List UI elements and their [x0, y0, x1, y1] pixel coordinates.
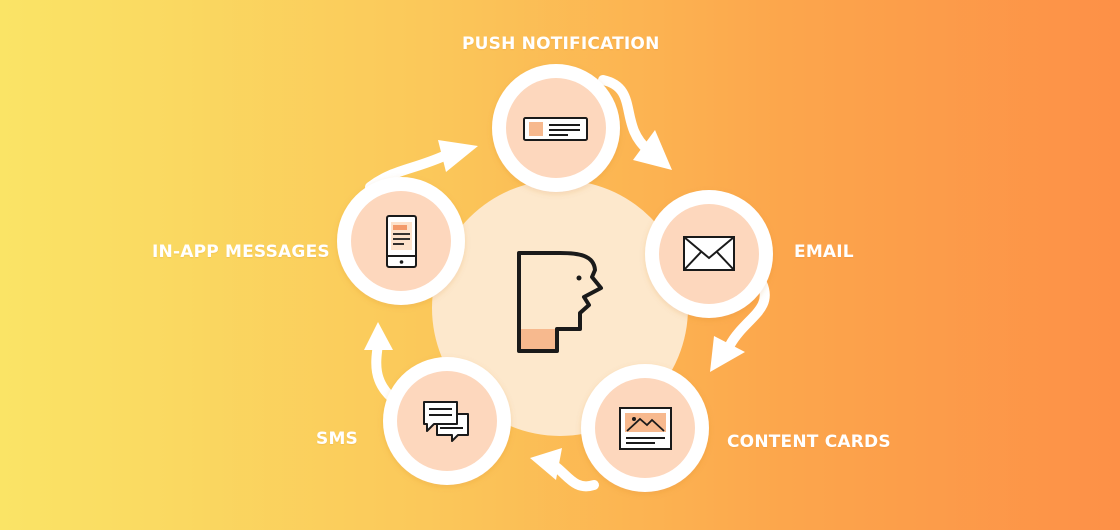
label-push-notification: PUSH NOTIFICATION: [462, 34, 660, 54]
label-sms: SMS: [316, 429, 359, 449]
label-content-cards: CONTENT CARDS: [727, 432, 891, 452]
braze-person-logo-icon: [517, 251, 603, 353]
chat-bubbles-icon: [423, 401, 469, 442]
image-card-icon: [619, 407, 672, 450]
envelope-icon: [683, 236, 735, 271]
node-email: [645, 190, 773, 318]
node-content-cards: [581, 364, 709, 492]
arrow-email-to-cards: [710, 278, 770, 372]
node-sms: [383, 357, 511, 485]
label-email: EMAIL: [794, 242, 854, 262]
mobile-phone-icon: [386, 215, 417, 268]
arrow-sms-to-inapp: [364, 322, 397, 403]
node-in-app-messages: [337, 177, 465, 305]
label-in-app-messages: IN-APP MESSAGES: [152, 242, 330, 262]
arrow-cards-to-sms: [530, 448, 599, 492]
node-push-notification: [492, 64, 620, 192]
arrow-push-to-email: [598, 75, 672, 170]
push-notification-card-icon: [523, 117, 588, 141]
